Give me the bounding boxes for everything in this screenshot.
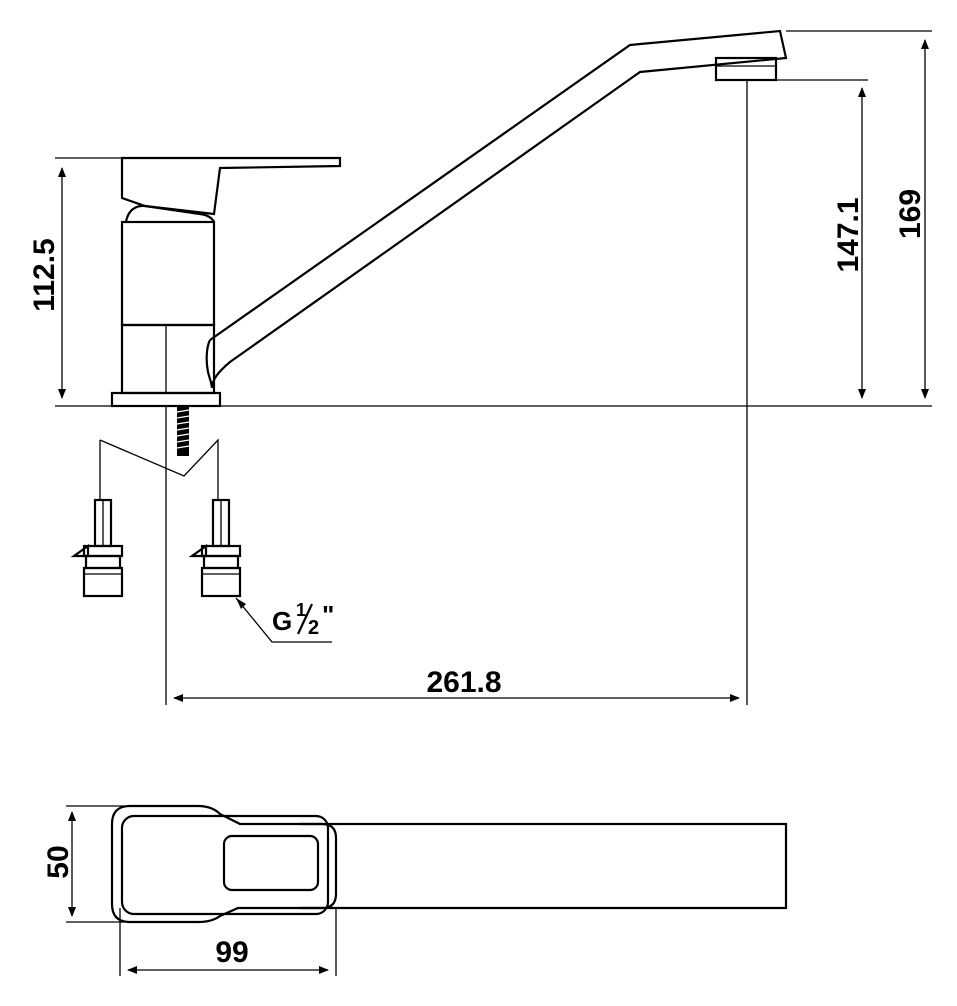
left-hose-connector: [70, 498, 124, 598]
thread-leader: [235, 597, 332, 643]
dim-spout-reach: 261.8: [426, 666, 501, 699]
thread-numerator: 1: [296, 600, 306, 620]
top-handle-window: [222, 834, 320, 892]
thread-prefix: G: [272, 606, 292, 636]
side-view: G 1 2 " 112.5 147.1 169 261.8: [28, 29, 932, 705]
dim-total-height: 169: [894, 189, 927, 239]
threaded-stud: [177, 406, 189, 456]
top-handle-inner: [120, 814, 330, 916]
aerator: [714, 56, 778, 82]
top-spout-arm: [300, 822, 788, 910]
thread-denominator: 2: [308, 617, 319, 639]
thread-leader-arrow: [236, 598, 246, 609]
base-plate: [110, 391, 222, 408]
spout-body: [209, 29, 788, 389]
spout-body-inner: [205, 339, 214, 389]
dim-handle-length: 99: [215, 936, 248, 969]
thread-suffix: ": [322, 600, 334, 630]
thread-label: G 1 2 ": [272, 600, 334, 639]
right-hose-connector: [188, 498, 242, 598]
dim-handle-width: 50: [42, 845, 75, 878]
top-handle-outer: [110, 804, 338, 924]
stud-threads: [176, 409, 190, 449]
top-view: 50 99: [42, 804, 788, 976]
hose-break-line: [99, 438, 219, 500]
handle-lever: [120, 156, 342, 216]
body-lower: [120, 323, 216, 395]
dim-spout-height: 147.1: [832, 197, 865, 272]
dim-base-height: 112.5: [28, 238, 61, 311]
body-upper: [120, 220, 216, 327]
